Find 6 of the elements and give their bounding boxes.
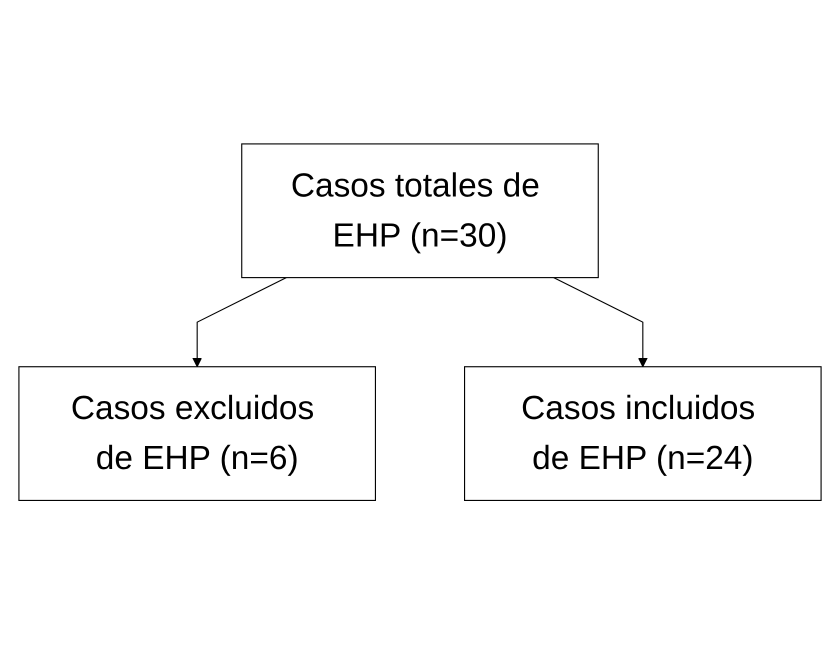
arrow — [192, 277, 286, 368]
arrow — [552, 277, 648, 368]
node-box — [240, 144, 598, 278]
node-box — [464, 366, 822, 502]
flowchart: Casos totales de EHP (n=30) Casos excluidos de EHP (n=6) Casos incluidos de EHP (n=24) — [10, 135, 830, 510]
node-box — [18, 366, 376, 502]
